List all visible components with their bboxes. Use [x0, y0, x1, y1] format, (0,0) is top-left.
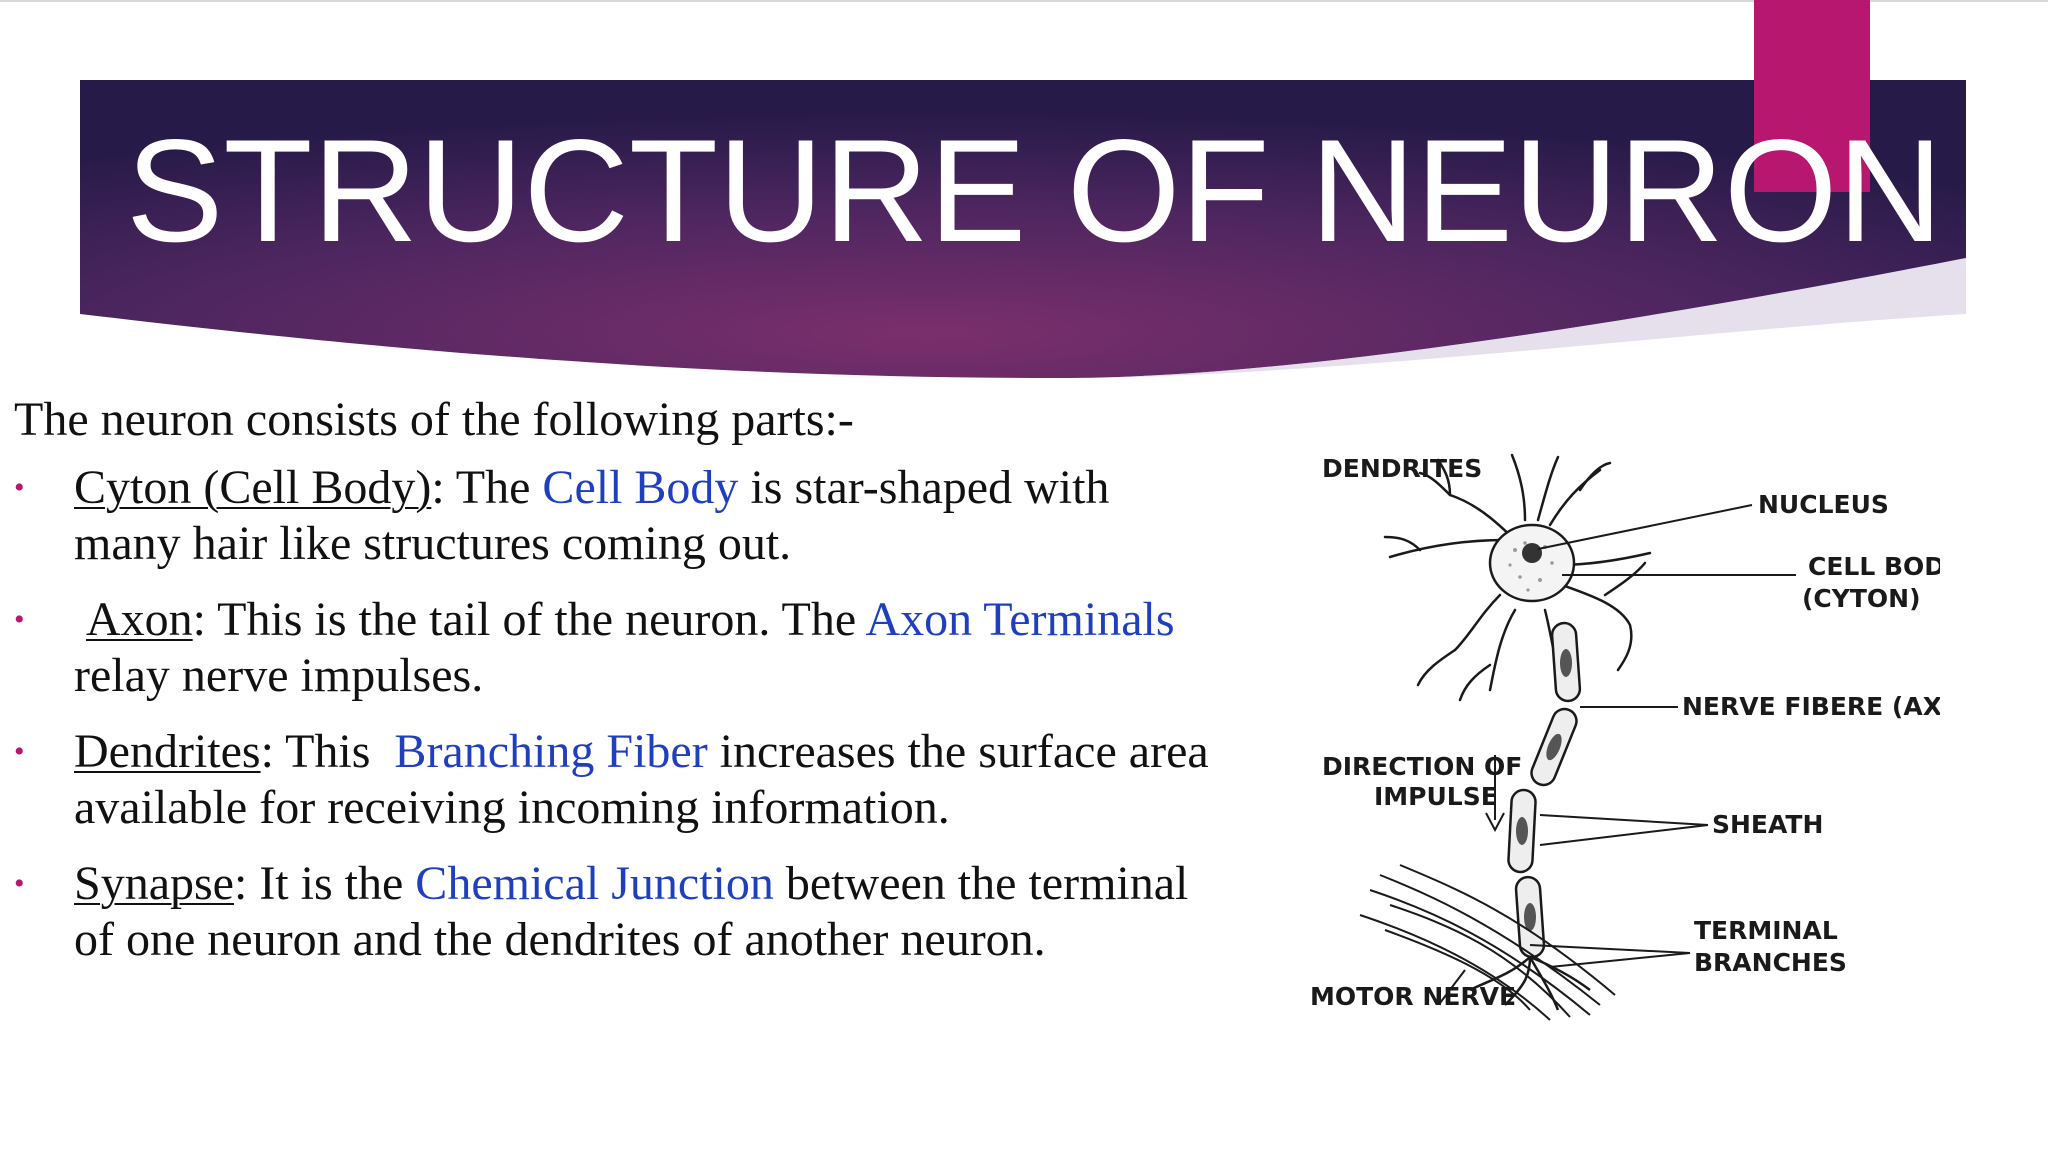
label-motor-nerve: MOTOR NERVE	[1310, 982, 1516, 1011]
term-synapse: Synapse	[74, 857, 234, 910]
bullet-dot-icon: •	[14, 735, 25, 768]
term-cyton: Cyton (Cell Body)	[74, 461, 432, 514]
highlight-branching-fiber: Branching Fiber	[394, 725, 708, 778]
title-banner	[80, 80, 1966, 379]
label-dendrites: DENDRITES	[1322, 454, 1482, 483]
bullet-text: between the terminal of one neuron and t…	[74, 857, 1189, 966]
label-cyton: (CYTON)	[1802, 584, 1921, 613]
bullet-axon: • Axon: This is the tail of the neuron. …	[14, 592, 1214, 704]
bullet-text: is star-shaped with many hair like struc…	[74, 461, 1110, 570]
bullet-synapse: • Synapse: It is the Chemical Junction b…	[14, 856, 1214, 968]
bullet-dot-icon: •	[14, 471, 25, 504]
bullet-dendrites: • Dendrites: This Branching Fiber increa…	[14, 724, 1214, 836]
bullet-dot-icon: •	[14, 603, 25, 636]
accent-bar	[1754, 0, 1870, 192]
nucleus-dot	[1522, 543, 1542, 563]
top-divider	[0, 0, 2048, 2]
label-cell-body: CELL BODY	[1808, 552, 1940, 581]
highlight-cell-body: Cell Body	[542, 461, 739, 514]
bullet-dot-icon: •	[14, 867, 25, 900]
highlight-chemical-junction: Chemical Junction	[415, 857, 774, 910]
label-terminal: TERMINAL	[1694, 916, 1838, 945]
term-axon: Axon	[86, 593, 193, 646]
label-impulse: IMPULSE	[1374, 782, 1498, 811]
bullet-text: : This	[260, 725, 395, 778]
label-branches: BRANCHES	[1694, 948, 1847, 977]
content-text: The neuron consists of the following par…	[14, 392, 1214, 988]
intro-text: The neuron consists of the following par…	[14, 393, 854, 446]
bullet-list: • Cyton (Cell Body): The Cell Body is st…	[14, 460, 1214, 968]
bullet-text: : The	[431, 461, 543, 514]
bullet-text: relay nerve impulses.	[74, 649, 484, 702]
label-direction: DIRECTION OF	[1322, 752, 1522, 781]
bullet-text: : It is the	[233, 857, 416, 910]
term-dendrites: Dendrites	[74, 725, 261, 778]
highlight-axon-terminals: Axon Terminals	[865, 593, 1175, 646]
bullet-text: increases the surface area available for…	[74, 725, 1209, 834]
slide-title: STRUCTURE OF NEURON	[126, 109, 1943, 272]
bullet-text: : This is the tail of the neuron. The	[192, 593, 866, 646]
neuron-diagram: DENDRITES NUCLEUS CELL BODY (CYTON) NERV…	[1310, 453, 1940, 1021]
label-nucleus: NUCLEUS	[1758, 490, 1889, 519]
label-sheath: SHEATH	[1712, 810, 1823, 839]
label-nerve-fibre: NERVE FIBERE (AXON)	[1682, 692, 1940, 721]
bullet-cyton: • Cyton (Cell Body): The Cell Body is st…	[14, 460, 1214, 572]
